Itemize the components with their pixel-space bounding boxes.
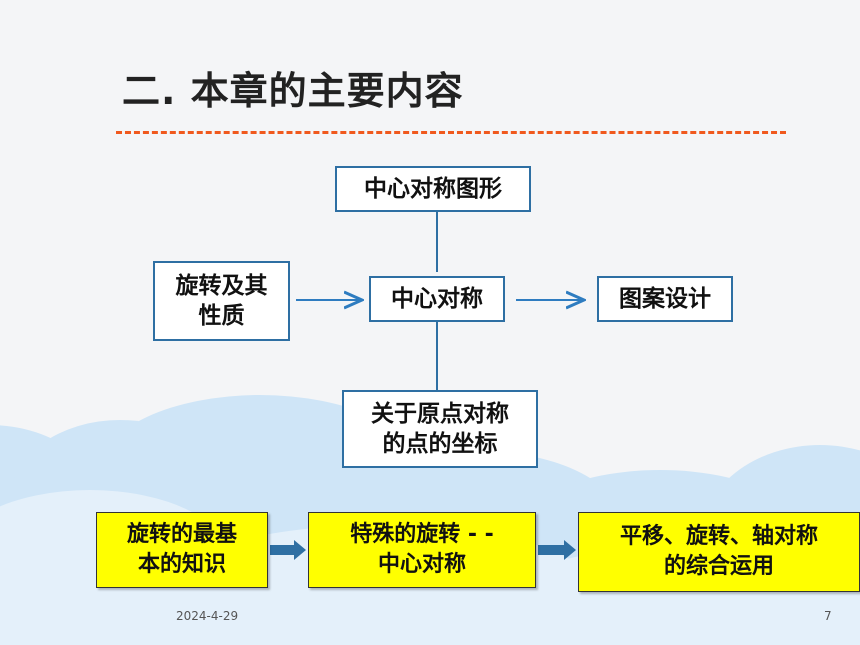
flow-step2-line1: 特殊的旋转 - - [350, 522, 494, 547]
box-rotation-properties: 旋转及其 性质 [153, 261, 290, 341]
box-central-symmetric-figure-label: 中心对称图形 [364, 176, 502, 202]
box-central-symmetry-label: 中心对称 [391, 286, 483, 312]
flow-arrow-1 [270, 540, 306, 560]
flow-step-special-rotation: 特殊的旋转 - - 中心对称 [308, 512, 536, 588]
box-rotation-properties-line1: 旋转及其 [175, 273, 268, 299]
page-number: 7 [824, 609, 832, 623]
box-central-symmetry: 中心对称 [369, 276, 505, 322]
flow-step3-line1: 平移、旋转、轴对称 [619, 524, 818, 549]
box-origin-symmetric-coordinates: 关于原点对称 的点的坐标 [342, 390, 538, 468]
footer-date: 2024-4-29 [176, 609, 239, 623]
box-origin-symmetric-line2: 的点的坐标 [382, 431, 498, 457]
flow-step1-line1: 旋转的最基 [126, 522, 237, 547]
flow-step2-line2: 中心对称 [377, 552, 466, 577]
box-central-symmetric-figure: 中心对称图形 [335, 166, 531, 212]
flow-step-combined-application: 平移、旋转、轴对称 的综合运用 [578, 512, 860, 592]
title-divider [116, 131, 786, 134]
box-origin-symmetric-line1: 关于原点对称 [371, 401, 509, 427]
box-pattern-design-label: 图案设计 [619, 286, 711, 312]
flow-step3-line2: 的综合运用 [663, 554, 774, 579]
flow-step1-line2: 本的知识 [137, 552, 226, 577]
flow-arrow-2 [538, 540, 576, 560]
box-rotation-properties-line2: 性质 [198, 303, 245, 329]
box-pattern-design: 图案设计 [597, 276, 733, 322]
flow-step-basic-rotation: 旋转的最基 本的知识 [96, 512, 268, 588]
page-title: 二. 本章的主要内容 [122, 69, 464, 113]
